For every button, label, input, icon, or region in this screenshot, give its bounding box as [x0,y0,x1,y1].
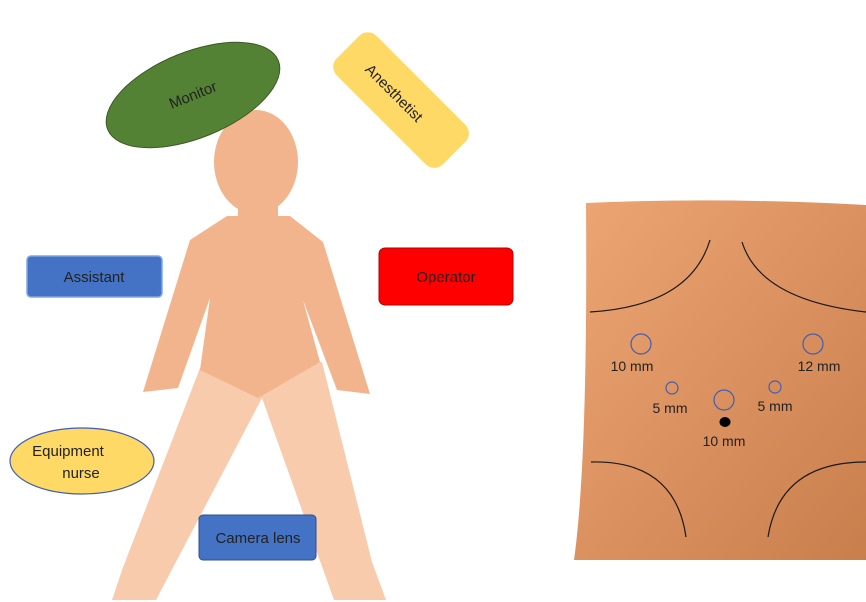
equipment-nurse-label-line2: nurse [62,465,100,482]
umbilical-port-dot [720,417,731,427]
camera-lens-label: Camera lens [215,530,300,547]
operator-label: Operator [416,269,475,286]
assistant-station: Assistant [27,256,162,297]
assistant-label: Assistant [64,269,126,286]
abdomen-panel: 10 mm 12 mm 5 mm 5 mm 10 mm [574,200,866,560]
patient-legs [112,362,386,600]
port-label-left-lower: 5 mm [653,400,688,416]
equipment-nurse-shape [10,428,154,494]
port-label-right-upper: 12 mm [798,358,841,374]
port-label-right-lower: 5 mm [758,398,793,414]
port-label-left-upper: 10 mm [611,358,654,374]
port-label-umbilical: 10 mm [703,433,746,449]
anesthetist-station: Anesthetist [328,27,474,173]
abdomen-skin [574,200,866,560]
patient-torso [143,216,370,398]
equipment-nurse-station: Equipment nurse [10,428,154,494]
operator-station: Operator [379,248,513,305]
equipment-nurse-label-line1: Equipment [32,443,105,460]
camera-lens-station: Camera lens [199,515,316,560]
